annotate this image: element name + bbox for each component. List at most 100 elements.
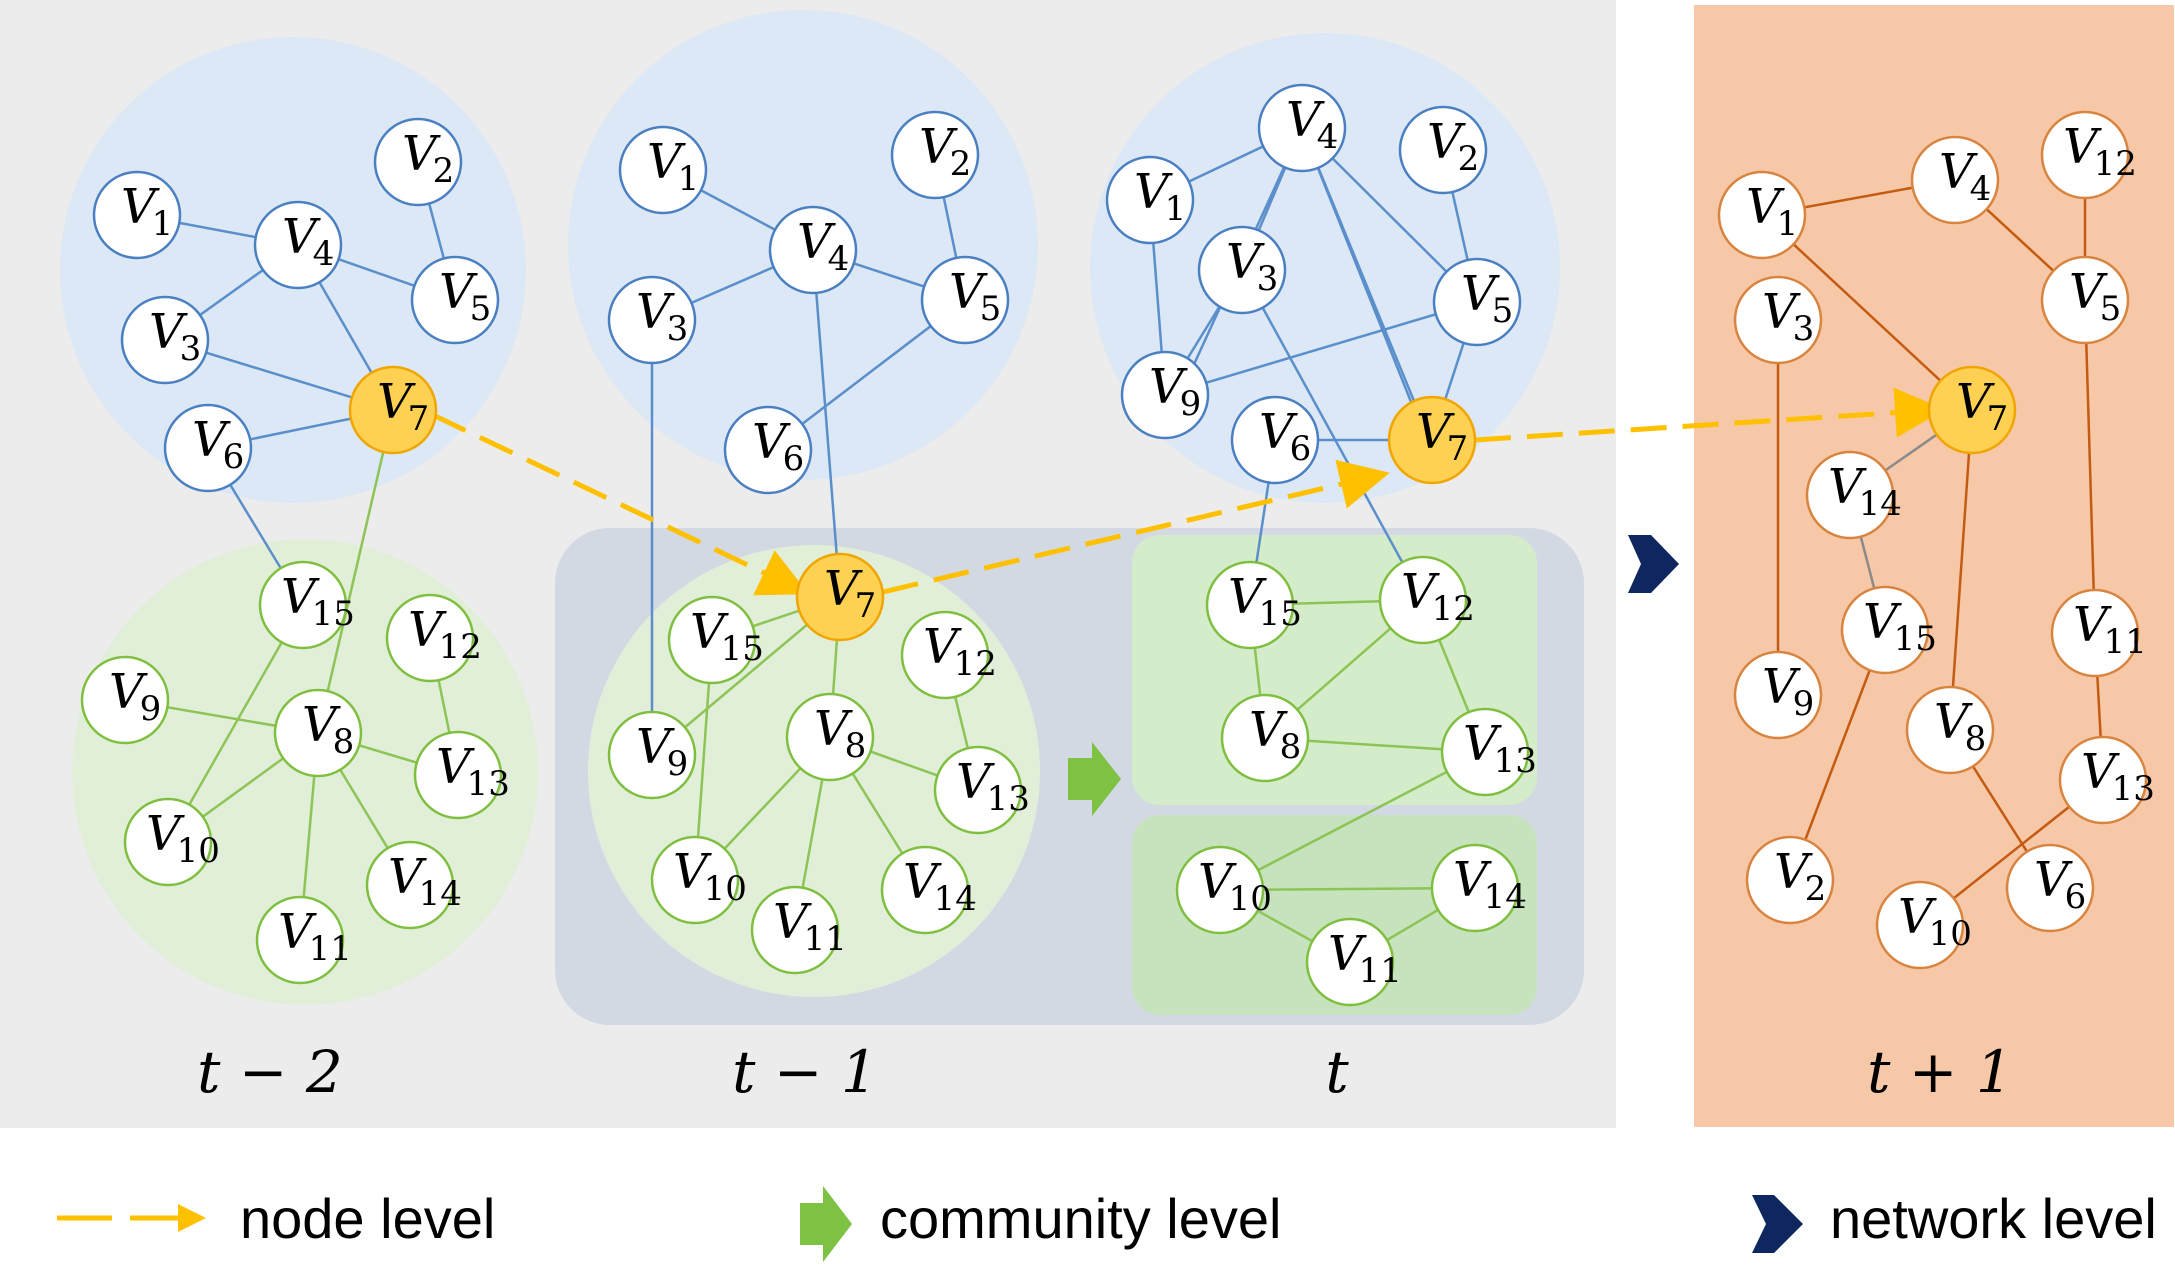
node-v9-t-minus-2: V9 (80, 655, 170, 745)
node-label: V4 (282, 209, 334, 274)
node-label: V8 (302, 697, 354, 762)
node-label: V12 (923, 619, 997, 684)
node-label: V10 (146, 806, 220, 871)
node-circle (723, 405, 813, 495)
node-circle (920, 255, 1010, 345)
node-v10-t-minus-2: V10 (123, 797, 220, 887)
node-v9-t-plus-1: V9 (1733, 650, 1823, 740)
node-circle (607, 275, 697, 365)
node-circle (1875, 880, 1965, 970)
node-v1-t: V1 (1105, 155, 1195, 245)
node-v4-t: V4 (1257, 83, 1347, 173)
node-v3-t: V3 (1197, 225, 1287, 315)
node-label: V11 (278, 904, 352, 969)
legend-community-level-label: community level (880, 1187, 1281, 1250)
node-v7-t-plus-1: V7 (1927, 365, 2017, 455)
node-v1-t-minus-1: V1 (618, 125, 708, 215)
node-v9-t-minus-1: V9 (607, 710, 697, 800)
node-circle (1745, 835, 1835, 925)
node-circle (1398, 105, 1488, 195)
node-label: V1 (647, 134, 699, 199)
node-v4-t-plus-1: V4 (1910, 135, 2000, 225)
node-circle (1440, 707, 1530, 797)
node-label: V2 (1427, 114, 1479, 179)
node-circle (1205, 560, 1295, 650)
node-label: V15 (281, 569, 355, 634)
node-circle (1220, 693, 1310, 783)
node-label: V13 (1463, 716, 1537, 781)
node-circle (667, 595, 757, 685)
node-circle (2058, 735, 2148, 825)
node-label: V6 (192, 412, 244, 477)
node-circle (258, 560, 348, 650)
node-circle (365, 840, 455, 930)
node-label: V9 (1149, 359, 1201, 424)
arrow-v7-t-minus-1-to-t (882, 459, 1390, 595)
node-v11-t-plus-1: V11 (2050, 588, 2147, 678)
node-v2-t-minus-2: V2 (373, 117, 463, 207)
node-label: V3 (1226, 234, 1278, 299)
node-circle (1305, 917, 1395, 1007)
node-v12-t-minus-2: V12 (385, 593, 482, 683)
node-circle (1387, 395, 1477, 485)
node-label: V14 (1828, 459, 1902, 524)
node-v13-t-minus-1: V13 (933, 745, 1030, 835)
node-circle (795, 552, 885, 642)
node-circle (890, 110, 980, 200)
node-v3-t-plus-1: V3 (1733, 275, 1823, 365)
node-label: V1 (1134, 164, 1186, 229)
node-circle (123, 797, 213, 887)
node-v15-t-plus-1: V15 (1840, 585, 1937, 675)
node-v15-t: V15 (1205, 560, 1302, 650)
node-v3-t-minus-2: V3 (120, 295, 210, 385)
node-circle (768, 205, 858, 295)
node-label: V14 (388, 849, 462, 914)
node-label: V11 (1328, 926, 1402, 991)
node-circle (650, 835, 740, 925)
arrow-v7-t-minus-2-to-t-minus-1 (431, 412, 810, 596)
node-label: V13 (2081, 744, 2155, 809)
legend-node-level-arrowhead (178, 1204, 206, 1232)
node-v12-t: V12 (1378, 555, 1475, 645)
node-label: V12 (1401, 564, 1475, 629)
node-label: V15 (690, 604, 764, 669)
node-v2-t-minus-1: V2 (890, 110, 980, 200)
node-label: V5 (1461, 266, 1513, 331)
node-v13-t-minus-2: V13 (413, 730, 510, 820)
node-label: V7 (1416, 404, 1468, 469)
time-label-t-minus-2: t − 2 (197, 1038, 343, 1106)
node-v14-t-minus-2: V14 (365, 840, 462, 930)
node-v9-t: V9 (1120, 350, 1210, 440)
node-v7-t-minus-1: V7 (795, 552, 885, 642)
node-label: V14 (903, 854, 977, 919)
node-label: V12 (408, 602, 482, 667)
node-label: V15 (1228, 569, 1302, 634)
arrow-v7-t-to-t-plus-1 (1474, 387, 1945, 443)
node-circle (1430, 843, 1520, 933)
node-v11-t: V11 (1305, 917, 1402, 1007)
node-circle (1175, 845, 1265, 935)
node-v8-t-plus-1: V8 (1905, 685, 1995, 775)
node-circle (1840, 585, 1930, 675)
node-v1-t-minus-2: V1 (92, 170, 182, 260)
legend-network-level-label: network level (1830, 1187, 2157, 1250)
node-v15-t-minus-2: V15 (258, 560, 355, 650)
node-label: V4 (797, 214, 849, 279)
legend-community-level-arrow (800, 1186, 852, 1262)
node-circle (933, 745, 1023, 835)
node-circle (1733, 650, 1823, 740)
node-v8-t-minus-2: V8 (273, 688, 363, 778)
node-circle (255, 895, 345, 985)
node-label: V6 (2034, 852, 2086, 917)
node-v5-t-minus-2: V5 (410, 255, 500, 345)
node-circle (385, 593, 475, 683)
node-circle (2005, 843, 2095, 933)
node-circle (410, 255, 500, 345)
node-circle (1378, 555, 1468, 645)
node-label: V5 (439, 264, 491, 329)
node-circle (253, 200, 343, 290)
node-v5-t: V5 (1432, 257, 1522, 347)
node-label: V4 (1939, 144, 1991, 209)
